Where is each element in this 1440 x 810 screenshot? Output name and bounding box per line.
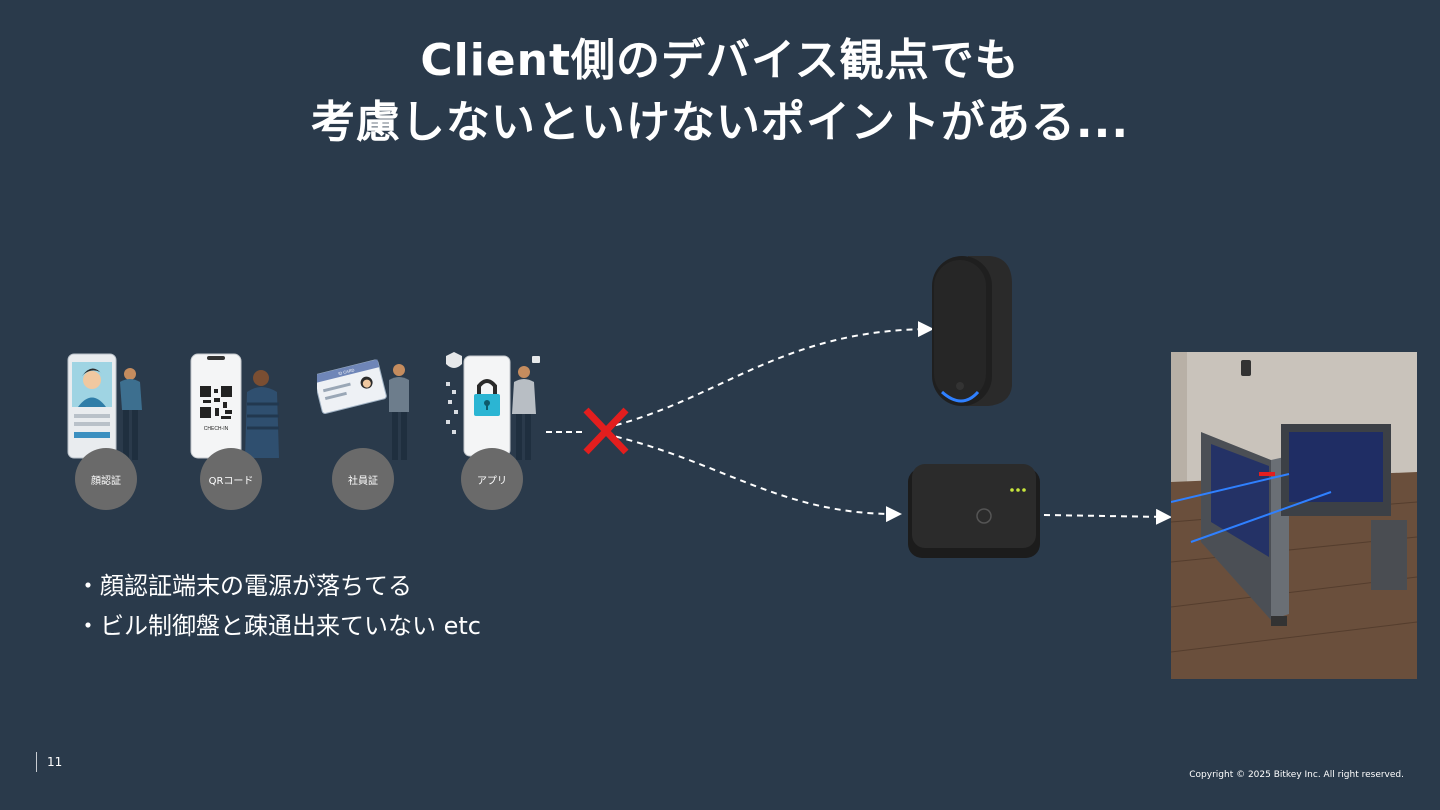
method-app: アプリ: [446, 352, 542, 512]
method-badge-app: アプリ: [461, 448, 523, 510]
issue-item: ・顔認証端末の電源が落ちてる: [76, 572, 412, 600]
employee-card-illustration: ID CARD: [317, 359, 409, 460]
slide-title: Client側のデバイス観点でも 考慮しないといけないポイントがある...: [0, 30, 1440, 154]
face-recognition-illustration: [67, 353, 142, 460]
method-badge-qr: QRコード: [200, 448, 262, 510]
issue-list: ・顔認証端末の電源が落ちてる ・ビル制御盤と疎通出来ていない etc: [76, 566, 481, 646]
copyright-notice: Copyright © 2025 Bitkey Inc. All right r…: [1189, 770, 1404, 780]
qr-code-illustration: CHECH-IN: [190, 353, 279, 459]
method-badge-card: 社員証: [332, 448, 394, 510]
title-line-2: 考慮しないといけないポイントがある...: [310, 97, 1130, 148]
wall-reader-device: [932, 256, 1012, 406]
flow-to-hub: [604, 433, 902, 523]
red-cross-icon: [583, 407, 629, 455]
flow-to-gate: [1043, 508, 1172, 525]
flow-to-reader: [604, 321, 934, 429]
page-number: 11: [36, 752, 62, 772]
card-caption: ID CARD: [338, 367, 355, 376]
issue-item: ・ビル制御盤と疎通出来ていない etc: [76, 612, 481, 640]
method-face-recognition: 顔認証: [60, 352, 156, 512]
security-gate-photo: [1171, 352, 1417, 679]
method-badge-face: 顔認証: [75, 448, 137, 510]
method-qr-code: CHECH-IN QRコード: [185, 352, 281, 512]
hub-device: [908, 464, 1040, 558]
smartphone-app-lock-illustration: [446, 352, 540, 460]
qr-caption: CHECH-IN: [204, 426, 229, 432]
method-employee-card: ID CARD 社員証: [317, 352, 413, 512]
title-line-1: Client側のデバイス観点でも: [420, 35, 1020, 86]
